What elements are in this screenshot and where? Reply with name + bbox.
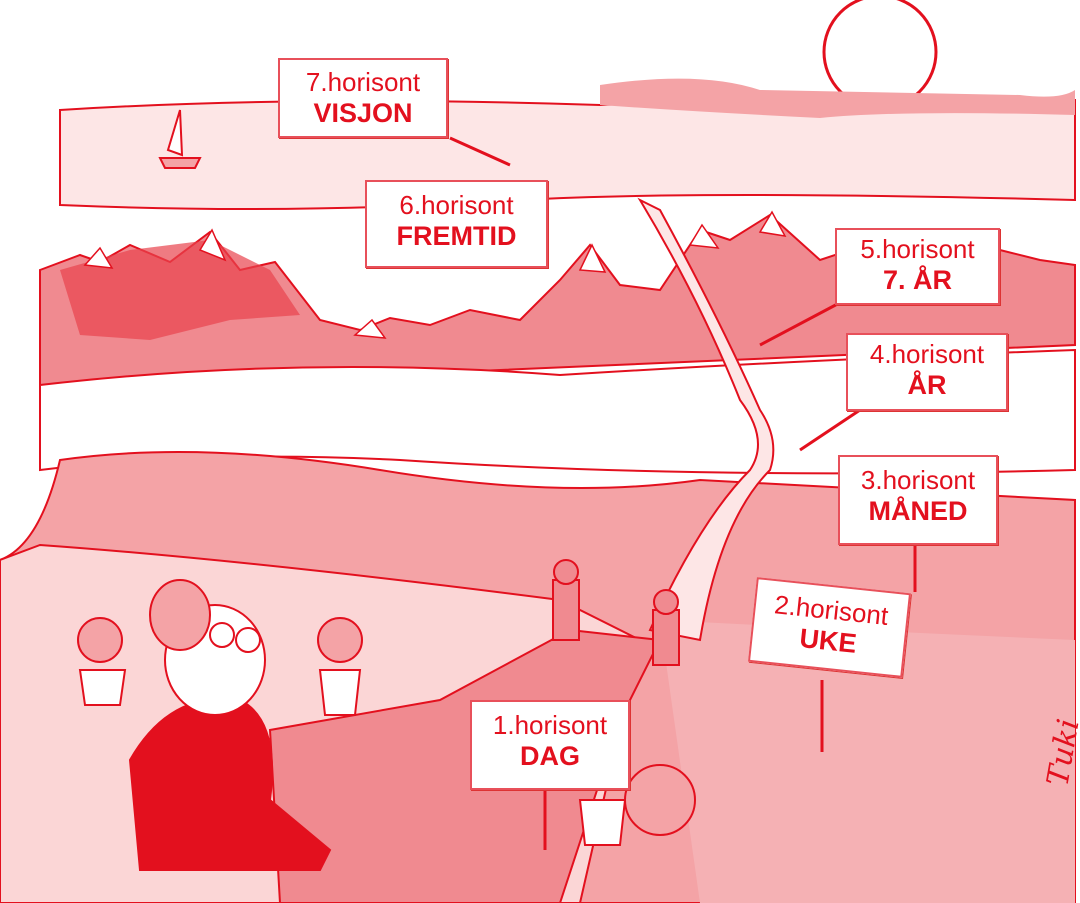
sign-label: VISJON	[313, 98, 413, 128]
sign-label: FREMTID	[396, 221, 517, 251]
sign-level: 4.horisont	[869, 339, 985, 369]
dotted-plain	[39, 348, 1076, 475]
sign-horizon-4: 4.horisont ÅR	[846, 333, 1008, 411]
winding-path	[637, 197, 775, 642]
man-figure	[128, 579, 332, 871]
sign-level: 3.horisont	[860, 465, 976, 495]
sign-label: DAG	[520, 741, 580, 771]
right-meadow	[660, 620, 1075, 903]
sign-horizon-5: 5.horisont 7. ÅR	[835, 228, 1000, 305]
sign-horizon-7: 7.horisont VISJON	[278, 58, 448, 138]
clouds	[600, 78, 1075, 118]
sign-label: ÅR	[907, 370, 947, 400]
potted-plants	[77, 617, 696, 846]
sign-label: 7. ÅR	[882, 265, 953, 295]
sign-level: 6.horisont	[399, 190, 514, 220]
sign-level: 7.horisont	[305, 67, 421, 97]
sign-posts	[449, 136, 917, 850]
snow-peaks	[83, 210, 787, 339]
mountain-shadows	[60, 240, 300, 340]
sailboat	[158, 109, 202, 169]
sign-level: 1.horisont	[492, 710, 608, 740]
sign-horizon-2: 2.horisont UKE	[747, 577, 912, 678]
sign-horizon-3: 3.horisont MÅNED	[838, 455, 998, 545]
sign-horizon-6: 6.horisont FREMTID	[365, 180, 548, 268]
sign-label: MÅNED	[868, 496, 968, 526]
gate-posts	[552, 559, 680, 666]
sea	[59, 97, 1076, 210]
sign-horizon-1: 1.horisont DAG	[470, 700, 630, 790]
sign-level: 5.horisont	[860, 234, 975, 264]
